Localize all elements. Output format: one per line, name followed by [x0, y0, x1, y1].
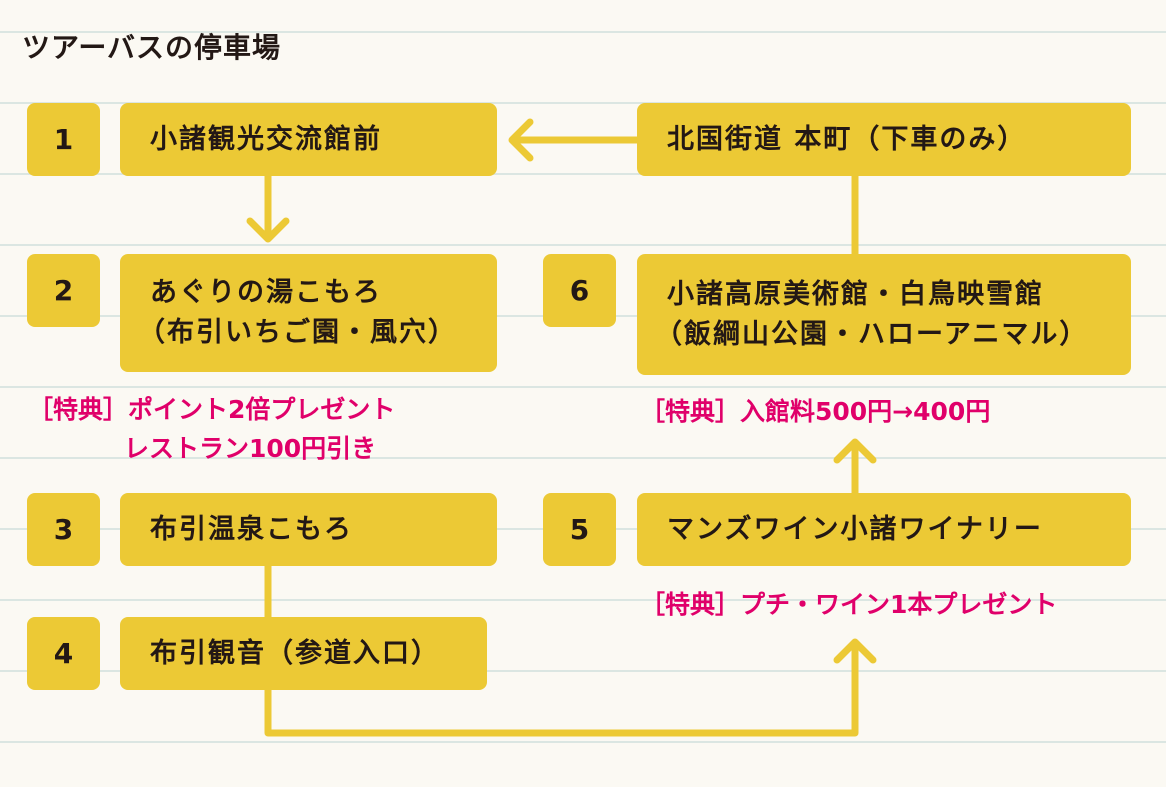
stop-number-3: 3 — [27, 493, 100, 566]
arrow-5-to-6 — [833, 438, 877, 497]
stop-name: 小諸高原美術館・白鳥映雪館 — [667, 278, 1044, 310]
stop-number-1: 1 — [27, 103, 100, 176]
stop-name: マンズワイン小諸ワイナリー — [667, 513, 1043, 545]
stop-5: マンズワイン小諸ワイナリー — [637, 493, 1131, 566]
stop-name: 北国街道 本町（下車のみ） — [667, 123, 1027, 155]
perk-2: ［特典］ポイント2倍プレゼント レストラン100円引き — [28, 392, 395, 466]
perk-5: ［特典］プチ・ワイン1本プレゼント — [640, 590, 1058, 619]
stop-3: 布引温泉こもろ — [120, 493, 497, 566]
stop-name: 布引温泉こもろ — [150, 513, 353, 545]
stop-number-4: 4 — [27, 617, 100, 690]
stop-number-5: 5 — [543, 493, 616, 566]
arrow-1-to-2 — [246, 172, 290, 243]
stop-subname: （飯綱山公園・ハローアニマル） — [655, 318, 1089, 350]
stop-name: 布引観音（参道入口） — [150, 637, 440, 669]
stop-number-6: 6 — [543, 254, 616, 327]
stop-number-2: 2 — [27, 254, 100, 327]
dropoff-stop: 北国街道 本町（下車のみ） — [637, 103, 1131, 176]
stop-1: 小諸観光交流館前 — [120, 103, 497, 176]
perk-line: レストラン100円引き — [124, 434, 377, 463]
stop-2: あぐりの湯こもろ （布引いちご園・風穴） — [120, 254, 497, 372]
stop-6: 小諸高原美術館・白鳥映雪館 （飯綱山公園・ハローアニマル） — [637, 254, 1131, 375]
perk-line: ［特典］ポイント2倍プレゼント — [28, 395, 396, 424]
stop-name: 小諸観光交流館前 — [150, 123, 382, 155]
stop-subname: （布引いちご園・風穴） — [138, 317, 457, 348]
perk-6: ［特典］入館料500円→400円 — [640, 397, 991, 426]
stop-4: 布引観音（参道入口） — [120, 617, 487, 690]
page-title: ツアーバスの停車場 — [22, 31, 282, 64]
arrow-dropoff-to-1 — [508, 118, 641, 162]
stop-name: あぐりの湯こもろ — [150, 277, 382, 308]
